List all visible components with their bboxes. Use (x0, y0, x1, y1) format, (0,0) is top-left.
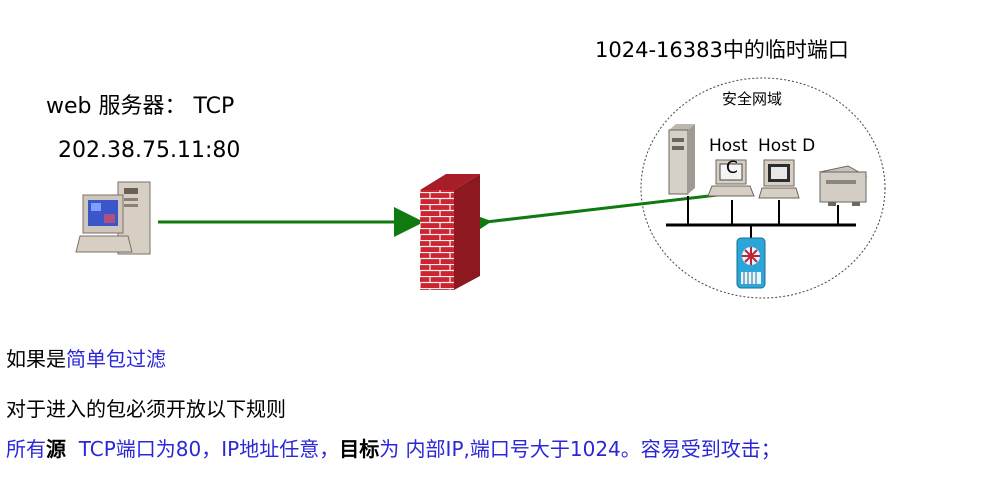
printer-icon (818, 165, 868, 206)
arrow-to-firewall (460, 192, 727, 240)
web-server-address: 202.38.75.11:80 (58, 138, 241, 163)
note-line-1: 如果是简单包过滤 (6, 343, 166, 372)
server-computer-icon (75, 181, 151, 255)
note-line-3-part1: 所有 (6, 437, 46, 461)
temp-port-range-caption: 1024-16383中的临时端口 (595, 38, 849, 62)
source-keyword: 源 (46, 437, 66, 461)
web-server-label: web 服务器： TCP (46, 94, 235, 119)
network-switch-icon (736, 237, 766, 289)
host-c-label: Host (709, 136, 748, 156)
note-line-3: 所有源 TCP端口为80，IP地址任意，目标为 内部IP,端口号大于1024。容… (6, 433, 781, 462)
note-line-1-prefix: 如果是 (6, 347, 66, 371)
host-c-computer-icon (707, 159, 755, 197)
host-c-letter: C (726, 158, 738, 178)
target-keyword: 目标 (339, 437, 380, 461)
firewall-icon (420, 174, 480, 290)
server-tower-icon (668, 124, 695, 195)
lan-bus (666, 196, 856, 238)
host-d-label: Host D (758, 136, 816, 156)
note-line-2: 对于进入的包必须开放以下规则 (6, 397, 286, 421)
host-d-computer-icon (758, 159, 800, 199)
note-line-3-part3: TCP端口为80，IP地址任意， (66, 437, 340, 461)
note-line-3-part5: 为 内部IP,端口号大于1024。容易受到攻击； (379, 437, 781, 461)
packet-filter-term: 简单包过滤 (66, 347, 166, 371)
secure-zone-title: 安全网域 (722, 90, 783, 108)
secure-zone-boundary (640, 77, 886, 299)
